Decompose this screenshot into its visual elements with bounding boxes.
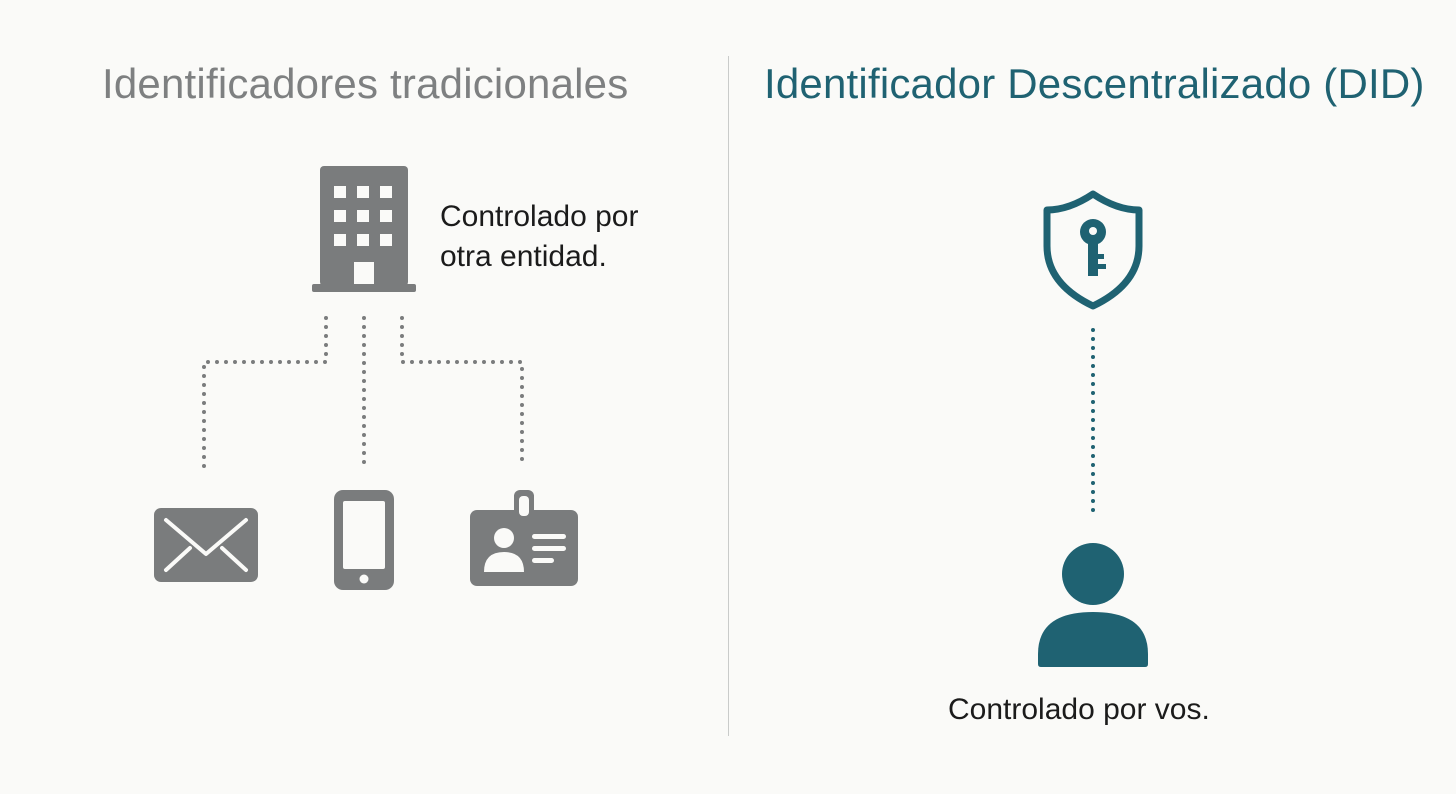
building-icon (312, 166, 416, 292)
panel-divider (728, 56, 729, 736)
user-icon (1038, 543, 1148, 667)
traditional-caption-line-2: otra entidad. (440, 240, 607, 273)
mobile-phone-icon (334, 490, 394, 590)
did-title: Identificador Descentralizado (DID) (764, 60, 1425, 107)
id-badge-icon (470, 490, 578, 586)
traditional-caption-line-1: Controlado por (440, 200, 639, 233)
did-caption: Controlado por vos. (948, 693, 1210, 726)
connector-building-to-email (202, 316, 328, 470)
connector-building-to-badge (400, 316, 524, 470)
traditional-caption: Controlado por otra entidad. (440, 197, 638, 277)
shield-key-icon (1043, 190, 1143, 310)
email-envelope-icon (154, 508, 258, 582)
traditional-identifiers-title: Identificadores tradicionales (102, 60, 629, 107)
